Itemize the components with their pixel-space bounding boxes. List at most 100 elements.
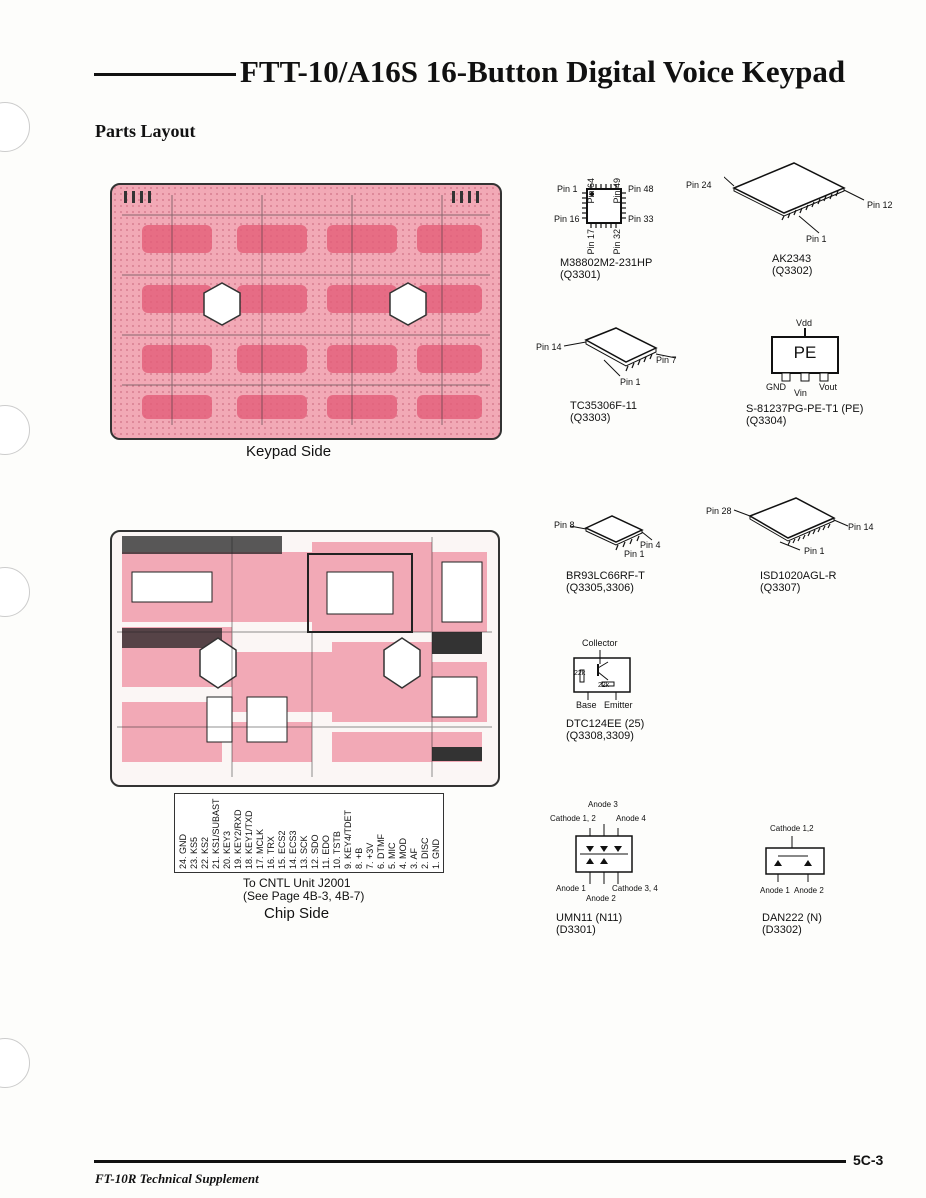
pin-label: 18. KEY1/TXD bbox=[244, 810, 254, 869]
sot89-icon bbox=[771, 328, 839, 382]
m38802-pin17-label: Pin 17 bbox=[586, 229, 596, 255]
pin-label: 4. MOD bbox=[398, 837, 408, 869]
component-tc35306: Pin 14 Pin 7 Pin 1 TC35306F-11 (Q3303) bbox=[536, 320, 706, 430]
s81237-ref: (Q3304) bbox=[746, 415, 787, 427]
component-umn11: Anode 3 Cathode 1, 2 Anode 4 Anode 1 Cat… bbox=[546, 800, 696, 940]
pin-label: 17. MCLK bbox=[255, 828, 265, 869]
umn11-a2: Anode 2 bbox=[586, 894, 616, 903]
component-dan222: Cathode 1,2 Anode 1 Anode 2 DAN222 (N) (… bbox=[756, 824, 896, 944]
binder-hole bbox=[0, 405, 30, 455]
pin-label: 2. DISC bbox=[420, 837, 430, 869]
dtc124-base: Base bbox=[576, 700, 597, 710]
m38802-pin64-label: Pin 64 bbox=[586, 178, 596, 204]
soic-icon bbox=[563, 327, 677, 377]
so8-icon bbox=[569, 515, 653, 551]
isd1020-name: ISD1020AGL-R bbox=[760, 570, 837, 582]
pin-label: 24. GND bbox=[178, 833, 188, 869]
umn11-a4: Anode 4 bbox=[616, 814, 646, 823]
s81237-name: S-81237PG-PE-T1 (PE) bbox=[746, 403, 864, 415]
dan222-a2: Anode 2 bbox=[794, 886, 824, 895]
br93-ref: (Q3305,3306) bbox=[566, 582, 634, 594]
m38802-pin32-label: Pin 32 bbox=[612, 229, 622, 255]
pin-label: 16. TRX bbox=[266, 836, 276, 869]
umn11-name: UMN11 (N11) bbox=[556, 912, 623, 924]
pin-label: 14. ECS3 bbox=[288, 830, 298, 869]
pcb-chip-traces bbox=[117, 536, 492, 777]
m38802-pin33: Pin 33 bbox=[628, 214, 654, 224]
isd1020-pin1: Pin 1 bbox=[804, 546, 825, 556]
s81237-marking: PE bbox=[793, 343, 817, 362]
dtc124-emitter: Emitter bbox=[604, 700, 633, 710]
diode-array-icon bbox=[575, 824, 633, 884]
tc35306-ref: (Q3303) bbox=[570, 412, 611, 424]
m38802-ref: (Q3301) bbox=[560, 269, 601, 281]
transistor-icon bbox=[573, 650, 631, 700]
dan222-name: DAN222 (N) bbox=[762, 912, 822, 924]
pin-label: 3. AF bbox=[409, 847, 419, 869]
m38802-pin16: Pin 16 bbox=[554, 214, 580, 224]
sop-icon bbox=[724, 162, 865, 234]
m38802-pin48: Pin 48 bbox=[628, 184, 654, 194]
binder-hole bbox=[0, 1038, 30, 1088]
component-ak2343: Pin 24 Pin 12 Pin 1 AK2343 (Q3302) bbox=[684, 158, 904, 288]
pin-label: 10. TSTB bbox=[332, 831, 342, 869]
component-dtc124: Collector 22k 22k Base Emitter DTC124EE … bbox=[560, 638, 680, 748]
umn11-c12: Cathode 1, 2 bbox=[550, 814, 596, 823]
title-rule bbox=[94, 73, 236, 76]
isd1020-pin14: Pin 14 bbox=[848, 522, 874, 532]
pin-label: 22. KS2 bbox=[200, 836, 210, 869]
ak2343-ref: (Q3302) bbox=[772, 265, 813, 277]
connector-pin-table: 24. GND 23. KS5 22. KS2 21. KS1/SUBAST 2… bbox=[174, 793, 444, 873]
dan222-ref: (D3302) bbox=[762, 924, 802, 936]
keypad-side-caption: Keypad Side bbox=[246, 443, 332, 460]
br93-pin4: Pin 4 bbox=[640, 540, 661, 550]
ak2343-name: AK2343 bbox=[772, 253, 812, 265]
section-title: Parts Layout bbox=[95, 121, 196, 141]
component-m38802: Pin 1 Pin 16 Pin 48 Pin 33 M38802M2-231H… bbox=[540, 152, 670, 292]
br93-name: BR93LC66RF-T bbox=[566, 570, 645, 582]
dtc124-r1: 22k bbox=[574, 670, 586, 677]
binder-hole bbox=[0, 567, 30, 617]
dtc124-name: DTC124EE (25) bbox=[566, 718, 645, 730]
s81237-vdd: Vdd bbox=[796, 318, 813, 328]
dan222-c12: Cathode 1,2 bbox=[770, 824, 814, 833]
dual-diode-icon bbox=[765, 836, 825, 882]
m38802-name: M38802M2-231HP bbox=[560, 257, 653, 269]
ak2343-pin1: Pin 1 bbox=[806, 234, 827, 244]
component-br93: Pin 8 Pin 4 Pin 1 BR93LC66RF-T (Q3305,33… bbox=[550, 510, 700, 600]
dtc124-ref: (Q3308,3309) bbox=[566, 730, 634, 742]
footer-title: FT-10R Technical Supplement bbox=[95, 1171, 259, 1186]
pin-label: 23. KS5 bbox=[189, 836, 199, 869]
ak2343-pin24: Pin 24 bbox=[686, 180, 712, 190]
dtc124-collector: Collector bbox=[582, 638, 618, 648]
pcb-chip-side bbox=[110, 530, 500, 787]
pin-label: 12. SDO bbox=[310, 834, 320, 869]
br93-pin1: Pin 1 bbox=[624, 549, 645, 559]
m38802-pin49-label: Pin 49 bbox=[612, 178, 622, 204]
page-title: FTT-10/A16S 16-Button Digital Voice Keyp… bbox=[240, 54, 846, 89]
ak2343-pin12: Pin 12 bbox=[867, 200, 893, 210]
umn11-c34: Cathode 3, 4 bbox=[612, 884, 658, 893]
pcb-keypad-side bbox=[110, 183, 502, 440]
pin-label: 8. +B bbox=[354, 847, 364, 869]
tc35306-pin1: Pin 1 bbox=[620, 377, 641, 387]
tc35306-pin14: Pin 14 bbox=[536, 342, 562, 352]
footer-rule bbox=[94, 1160, 846, 1163]
isd1020-pin28: Pin 28 bbox=[706, 506, 732, 516]
pin-label: 19. KEY2/RXD bbox=[233, 809, 243, 869]
pin-label: 21. KS1/SUBAST bbox=[211, 798, 221, 869]
pin-label: 20. KEY3 bbox=[222, 830, 232, 869]
dtc124-r2: 22k bbox=[598, 682, 610, 689]
s81237-gnd: GND bbox=[766, 382, 786, 392]
binder-hole bbox=[0, 102, 30, 152]
connector-note-line2: (See Page 4B-3, 4B-7) bbox=[243, 889, 365, 903]
s81237-vin: Vin bbox=[794, 388, 807, 398]
s81237-vout: Vout bbox=[819, 382, 838, 392]
umn11-a1: Anode 1 bbox=[556, 884, 586, 893]
pin-label: 15. ECS2 bbox=[277, 830, 287, 869]
component-s81237: Vdd PE GND Vin Vout S-81237PG-PE-T1 (PE)… bbox=[746, 318, 916, 438]
pin-label: 13. SCK bbox=[299, 835, 309, 869]
chip-side-caption: Chip Side bbox=[264, 905, 330, 922]
page-number: 5C-3 bbox=[853, 1152, 884, 1168]
qfp-icon bbox=[582, 184, 626, 228]
